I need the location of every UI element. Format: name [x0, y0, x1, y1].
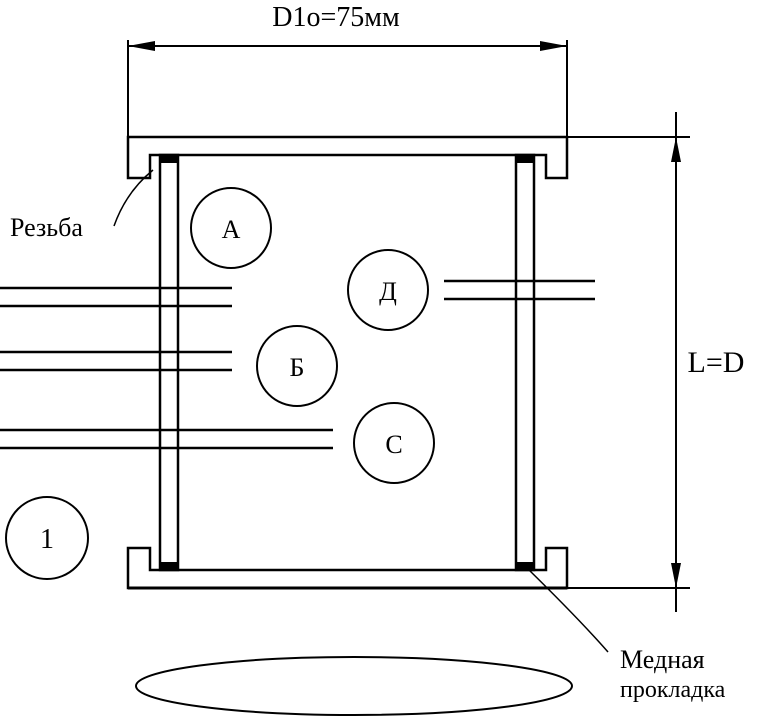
gasket-top-right: [516, 155, 534, 163]
thread-leader: [113, 169, 154, 227]
marker-b-text: Б: [290, 353, 305, 382]
gasket-label-line1: Медная: [620, 645, 705, 674]
length-arrow-bottom: [671, 563, 681, 588]
pipe-c: [0, 428, 333, 450]
marker-d-circle: [347, 249, 429, 331]
marker-b-circle: [256, 325, 338, 407]
marker-c-text: С: [385, 430, 402, 459]
length-arrow-top: [671, 137, 681, 162]
top-cap: [126, 135, 569, 180]
pipe-d: [444, 279, 595, 301]
pipe-b: [0, 350, 232, 372]
marker-a-circle: [190, 187, 272, 269]
diameter-arrow-right: [540, 41, 567, 51]
marker-1-circle: [5, 496, 89, 580]
diameter-arrow-left: [128, 41, 155, 51]
marker-a-text: А: [222, 215, 241, 244]
bottom-ellipse: [135, 656, 573, 716]
marker-1-text: 1: [40, 524, 54, 555]
gasket-bottom-left: [160, 562, 178, 570]
marker-d-text: Д: [379, 277, 397, 306]
thread-label: Резьба: [10, 213, 83, 242]
bottom-cap: [126, 546, 569, 590]
right-wall: [514, 153, 536, 572]
gasket-bottom-right: [516, 562, 534, 570]
pipe-a: [0, 286, 232, 308]
gasket-leader: [526, 567, 609, 653]
diameter-label: D1o=75мм: [272, 2, 400, 33]
marker-c-circle: [353, 402, 435, 484]
length-label: L=D: [688, 346, 745, 379]
gasket-top-left: [160, 155, 178, 163]
left-wall: [158, 153, 180, 572]
gasket-label-line2: прокладка: [620, 677, 726, 703]
